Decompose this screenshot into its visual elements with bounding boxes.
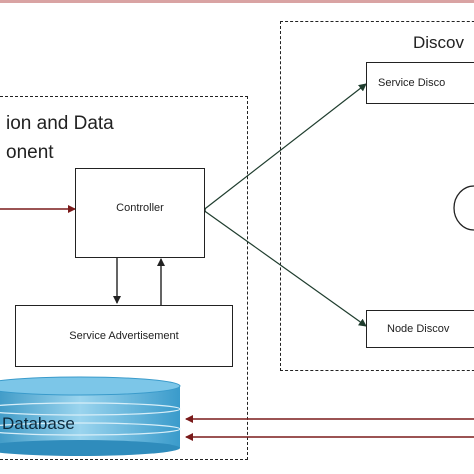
node-discovery-box: Node Discov (366, 310, 474, 348)
database-cylinder (0, 376, 181, 456)
left-group-title-line1: ion and Data (6, 113, 114, 134)
discovery-group-title: Discov (413, 33, 465, 52)
controller-service-discovery-connector (198, 83, 367, 216)
service-advertisement-box: Service Advertisement (15, 305, 233, 367)
database-label: Database (2, 414, 75, 433)
left-group-title-line2: onent (6, 142, 54, 163)
controller-box: Controller (75, 168, 205, 258)
controller-node-discovery-connector (197, 204, 367, 327)
controller-label: Controller (116, 202, 164, 214)
top-border-line (0, 0, 474, 3)
service-discovery-label: Service Disco (378, 77, 446, 89)
service-advertisement-label: Service Advertisement (69, 330, 179, 342)
node-discovery-label: Node Discov (387, 323, 450, 335)
discovery-circle (453, 185, 474, 231)
service-discovery-box: Service Disco (366, 62, 474, 104)
